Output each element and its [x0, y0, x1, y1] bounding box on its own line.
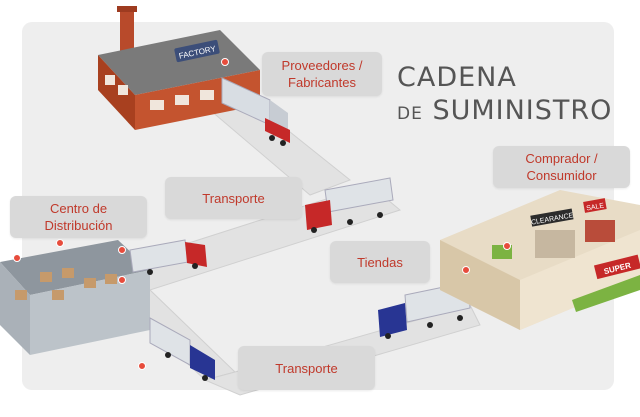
label-transporte-bottom-text: Transporte — [275, 360, 338, 376]
marker-dot — [138, 362, 146, 370]
marker-dot — [221, 58, 229, 66]
location-markers — [13, 58, 511, 370]
factory-building: FACTORY — [98, 6, 260, 130]
label-transporte-bottom: Transporte — [238, 346, 375, 390]
title-line-1: CADENA — [397, 62, 517, 93]
title-prefix: DE — [397, 104, 423, 124]
distribution-center — [0, 240, 150, 355]
label-proveedores-text: Proveedores / Fabricantes — [281, 58, 363, 90]
marker-dot — [56, 239, 64, 247]
truck-lower-left — [149, 317, 215, 381]
label-centro-text: Centro de Distribución — [44, 201, 113, 233]
marker-dot — [118, 246, 126, 254]
title-line-2: DE SUMINISTRO — [397, 95, 612, 126]
title-main: SUMINISTRO — [432, 95, 613, 126]
truck-middle — [305, 177, 394, 233]
label-tiendas: Tiendas — [330, 241, 430, 283]
label-comprador: Comprador / Consumidor — [493, 146, 630, 188]
marker-dot — [13, 254, 21, 262]
label-tiendas-text: Tiendas — [357, 254, 403, 270]
truck-distribution — [129, 239, 207, 275]
marker-dot — [503, 242, 511, 250]
store-building: CLEARANCE SALE SUPER — [440, 190, 640, 330]
truck-factory — [221, 77, 290, 146]
sale-sign: SALE — [586, 202, 605, 212]
label-transporte-top-text: Transporte — [202, 190, 265, 206]
label-comprador-text: Comprador / Consumidor — [525, 151, 598, 183]
marker-dot — [462, 266, 470, 274]
label-centro-distribucion: Centro de Distribución — [10, 196, 147, 238]
label-proveedores: Proveedores / Fabricantes — [262, 52, 382, 96]
label-transporte-top: Transporte — [165, 177, 302, 219]
marker-dot — [118, 276, 126, 284]
